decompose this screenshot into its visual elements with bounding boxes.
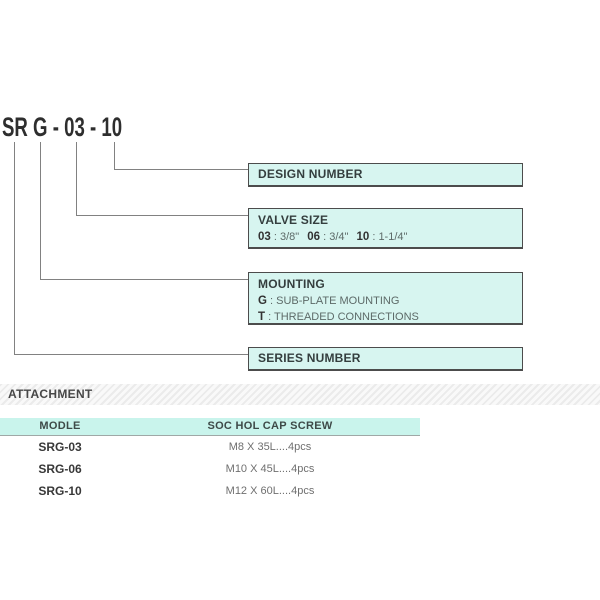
mounting-code: G bbox=[258, 295, 267, 307]
model-cell: SRG-10 bbox=[38, 484, 82, 498]
table-row: SRG-10 M12 X 60L....4pcs bbox=[0, 480, 420, 502]
attachment-section-bar: ATTACHMENT bbox=[0, 384, 600, 405]
valve-size-options: 03 : 3/8" 06 : 3/4" 10 : 1-1/4" bbox=[258, 229, 522, 245]
separator: : bbox=[270, 231, 280, 243]
column-header-screw: SOC HOL CAP SCREW bbox=[207, 420, 333, 432]
model-code-title: SR G - 03 - 10 bbox=[2, 112, 123, 142]
callout-mounting: MOUNTING G : SUB-PLATE MOUNTING T : THRE… bbox=[248, 272, 523, 325]
separator: : bbox=[320, 231, 330, 243]
mounting-code: T bbox=[258, 311, 266, 323]
callout-series-number: SERIES NUMBER bbox=[248, 347, 523, 371]
mounting-desc: SUB-PLATE MOUNTING bbox=[276, 295, 400, 307]
valve-desc: 3/4" bbox=[329, 231, 349, 243]
connector-line-series-number bbox=[14, 142, 249, 355]
screw-cell: M8 X 35L....4pcs bbox=[228, 441, 312, 453]
attachment-table-header: MODLE SOC HOL CAP SCREW bbox=[0, 418, 420, 436]
model-cell: SRG-06 bbox=[38, 462, 82, 476]
callout-design-number: DESIGN NUMBER bbox=[248, 163, 523, 187]
screw-cell: M12 X 60L....4pcs bbox=[225, 485, 315, 497]
valve-size-label: VALVE SIZE bbox=[258, 213, 329, 227]
table-row: SRG-06 M10 X 45L....4pcs bbox=[0, 458, 420, 480]
attachment-section-title: ATTACHMENT bbox=[8, 387, 93, 401]
valve-size-option: 10 : 1-1/4" bbox=[356, 231, 407, 243]
separator: : bbox=[266, 295, 277, 307]
model-cell: SRG-03 bbox=[38, 440, 82, 454]
valve-size-option: 03 : 3/8" bbox=[258, 231, 299, 243]
connector-line-mounting bbox=[40, 142, 249, 280]
valve-desc: 3/8" bbox=[279, 231, 300, 243]
valve-desc: 1-1/4" bbox=[378, 231, 408, 243]
design-number-label: DESIGN NUMBER bbox=[258, 167, 363, 181]
mounting-label: MOUNTING bbox=[258, 277, 325, 291]
mounting-desc: THREADED CONNECTIONS bbox=[274, 311, 419, 323]
screw-cell: M10 X 45L....4pcs bbox=[225, 463, 315, 475]
valve-code: 06 bbox=[307, 231, 321, 243]
connector-line-valve-size bbox=[76, 142, 249, 216]
connector-line-design-number bbox=[114, 142, 249, 170]
mounting-option-t: T : THREADED CONNECTIONS bbox=[258, 309, 522, 325]
callout-valve-size: VALVE SIZE 03 : 3/8" 06 : 3/4" 10 : 1-1/… bbox=[248, 208, 523, 249]
attachment-table-body: SRG-03 M8 X 35L....4pcs SRG-06 M10 X 45L… bbox=[0, 436, 420, 502]
separator: : bbox=[265, 311, 275, 323]
column-header-model: MODLE bbox=[39, 420, 81, 432]
separator: : bbox=[369, 231, 379, 243]
series-number-label: SERIES NUMBER bbox=[258, 351, 361, 365]
valve-size-option: 06 : 3/4" bbox=[307, 231, 348, 243]
valve-code: 10 bbox=[356, 231, 370, 243]
table-row: SRG-03 M8 X 35L....4pcs bbox=[0, 436, 420, 458]
valve-code: 03 bbox=[258, 231, 271, 243]
mounting-option-g: G : SUB-PLATE MOUNTING bbox=[258, 293, 522, 309]
